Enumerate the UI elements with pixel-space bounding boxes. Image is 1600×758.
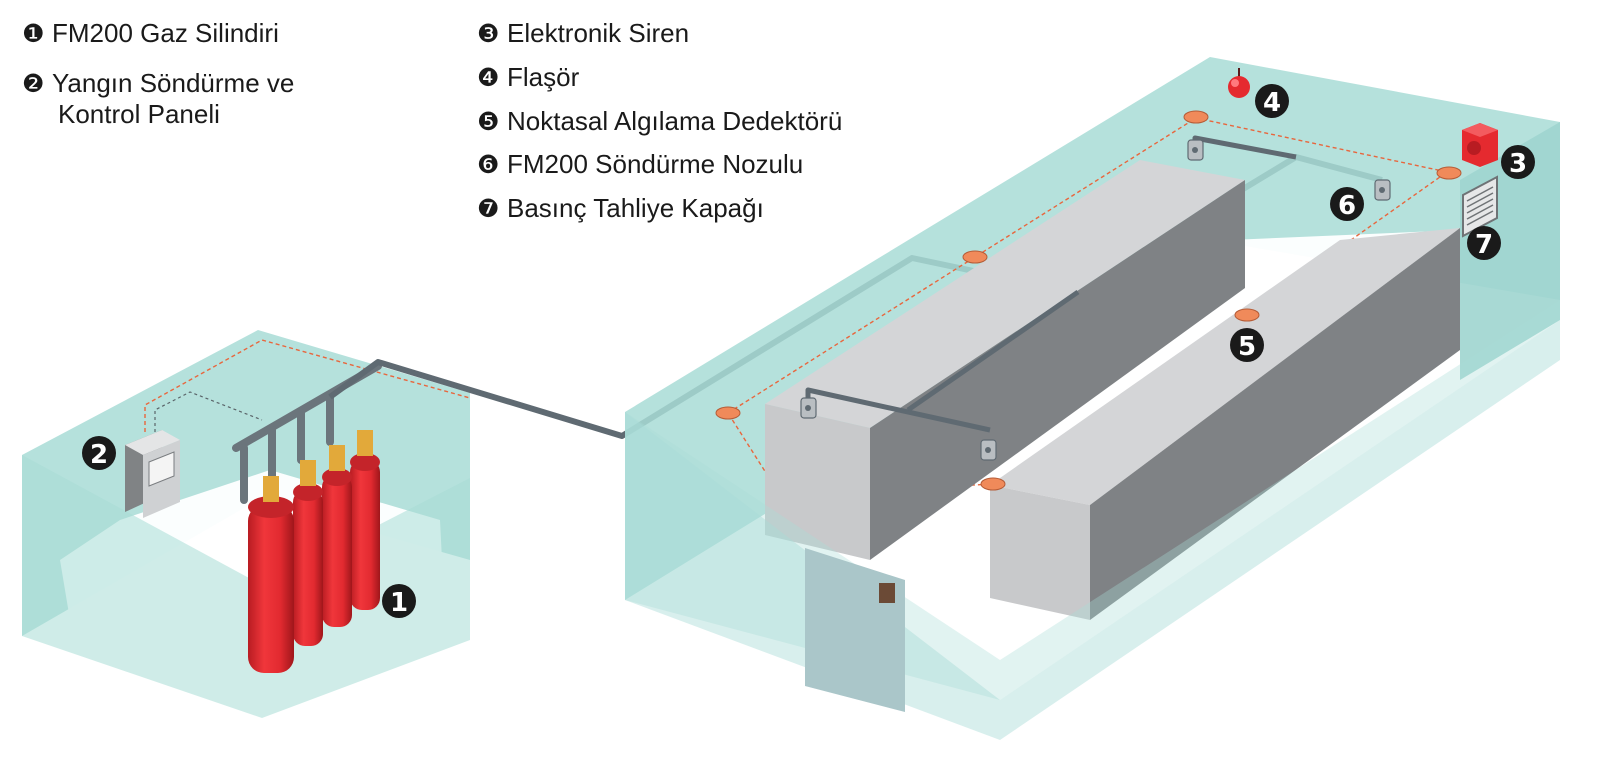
smoke-detector (981, 478, 1005, 490)
smoke-detector (1235, 309, 1259, 321)
legend-label: Basınç Tahliye Kapağı (507, 193, 764, 223)
legend-item-cylinder: ❶FM200 Gaz Silindiri (22, 18, 279, 49)
callout-1: 1 (382, 584, 416, 618)
fm200-cylinder (350, 430, 380, 610)
legend-label: Noktasal Algılama Dedektörü (507, 106, 842, 136)
callout-1-label: 1 (390, 588, 408, 618)
cylinder-room (22, 330, 470, 718)
smoke-detector (1437, 167, 1461, 179)
legend-number: ❷ (22, 69, 52, 99)
fm200-cylinder (248, 476, 294, 673)
legend-item-flasher: ❹Flaşör (477, 62, 579, 93)
callout-2: 2 (82, 436, 116, 470)
legend-item-nozzle: ❻FM200 Söndürme Nozulu (477, 149, 803, 180)
legend-item-relief-vent: ❼Basınç Tahliye Kapağı (477, 193, 764, 224)
legend-item-control-panel: ❷Yangın Söndürme ve Kontrol Paneli (22, 68, 294, 130)
legend-label-continued: Kontrol Paneli (22, 99, 294, 130)
callout-3-label: 3 (1509, 149, 1527, 179)
electronic-siren (1462, 123, 1498, 167)
legend-label: Elektronik Siren (507, 18, 689, 48)
legend-number: ❼ (477, 194, 507, 224)
legend-label: Flaşör (507, 62, 579, 92)
callout-4: 4 (1255, 84, 1289, 118)
legend-label: Yangın Söndürme ve (52, 68, 294, 98)
legend-number: ❻ (477, 150, 507, 180)
fm200-nozzle (1375, 180, 1390, 200)
fm200-nozzle (981, 440, 996, 460)
callout-6: 6 (1330, 187, 1364, 221)
callout-7-label: 7 (1475, 230, 1493, 260)
fm200-nozzle (801, 398, 816, 418)
callout-5: 5 (1230, 328, 1264, 362)
callout-4-label: 4 (1263, 88, 1281, 118)
callout-6-label: 6 (1338, 191, 1356, 221)
callout-5-label: 5 (1238, 332, 1256, 362)
smoke-detector (963, 251, 987, 263)
room-door (805, 548, 905, 712)
fm200-cylinder (322, 445, 352, 627)
control-panel (125, 430, 180, 518)
door-window (879, 583, 895, 603)
callout-2-label: 2 (90, 440, 108, 470)
fm200-cylinder (293, 460, 323, 646)
smoke-detector (716, 407, 740, 419)
callout-7: 7 (1467, 226, 1501, 260)
legend-left: ❶FM200 Gaz Silindiri ❷Yangın Söndürme ve… (22, 18, 442, 148)
legend-item-detector: ❺Noktasal Algılama Dedektörü (477, 106, 842, 137)
smoke-detector (1184, 111, 1208, 123)
fm200-nozzle (1188, 140, 1203, 160)
legend-number: ❸ (477, 19, 507, 49)
legend-item-siren: ❸Elektronik Siren (477, 18, 689, 49)
callout-3: 3 (1501, 145, 1535, 179)
legend-right: ❸Elektronik Siren ❹Flaşör ❺Noktasal Algı… (477, 18, 997, 238)
legend-number: ❺ (477, 107, 507, 137)
legend-label: FM200 Gaz Silindiri (52, 18, 279, 48)
legend-number: ❶ (22, 19, 52, 49)
legend-label: FM200 Söndürme Nozulu (507, 149, 803, 179)
legend-number: ❹ (477, 63, 507, 93)
